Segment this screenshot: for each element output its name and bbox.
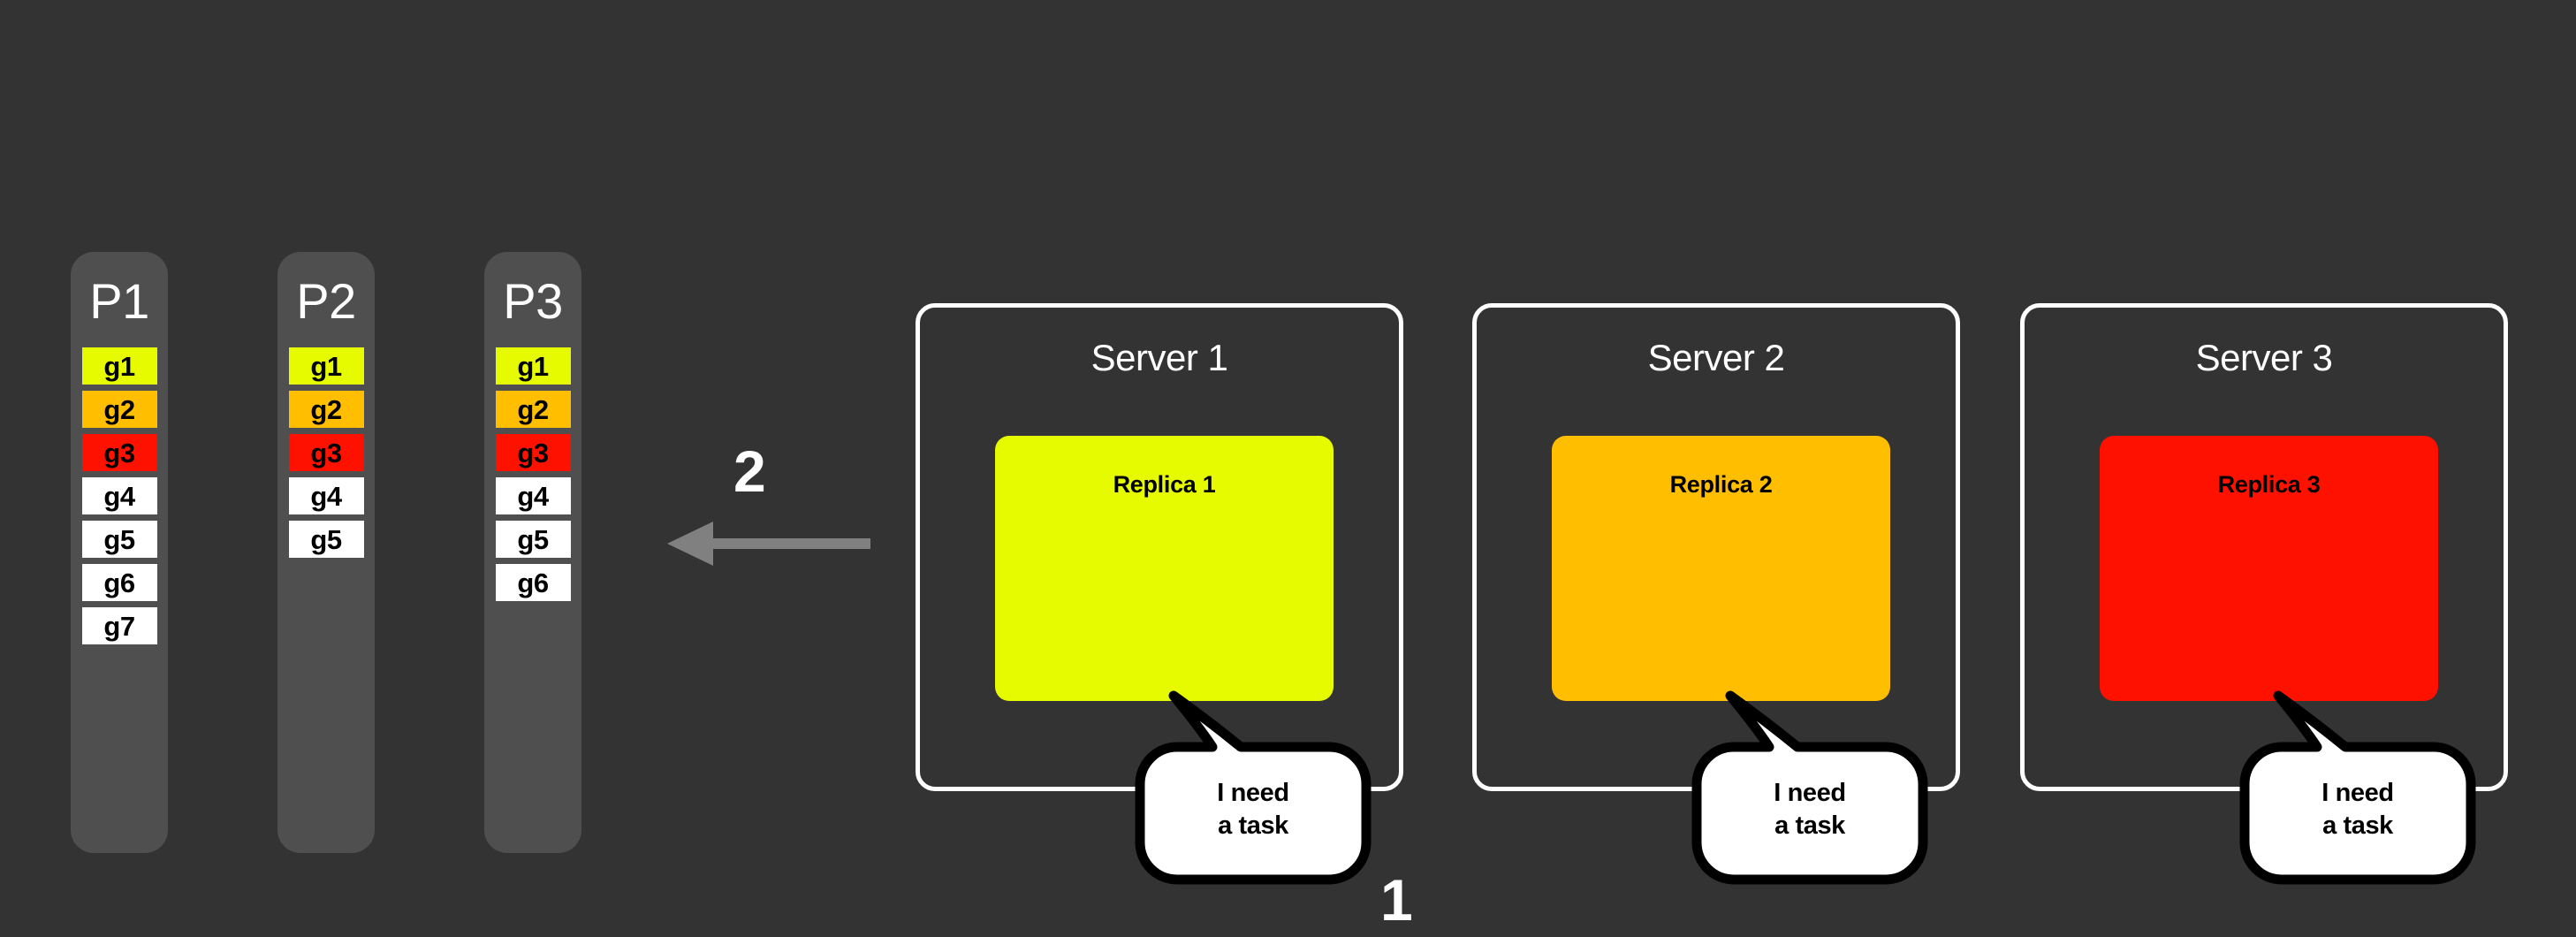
server-title: Server 2 [1647, 337, 1785, 378]
task-chip-stack: g1 g2 g3 g4 g5 g6 [495, 347, 571, 601]
partition-title: P2 [296, 273, 356, 329]
replica-label: Replica 1 [1113, 471, 1216, 498]
task-chip: g1 [81, 347, 157, 385]
task-chip: g3 [288, 434, 364, 471]
replica-box-2: Replica 2 [1552, 436, 1890, 701]
step-2-label: 2 [733, 438, 766, 504]
server-title: Server 1 [1090, 337, 1228, 378]
partition-column-p3: P3 g1 g2 g3 g4 g5 g6 [484, 252, 581, 853]
task-chip: g6 [495, 564, 571, 601]
task-chip: g4 [81, 477, 157, 514]
step-1-label: 1 [1380, 867, 1413, 933]
task-chip: g4 [495, 477, 571, 514]
speech-bubble-server-1: I need a task [1135, 690, 1372, 885]
task-chip: g2 [81, 391, 157, 428]
speech-bubble-server-2: I need a task [1691, 690, 1928, 885]
partition-title: P3 [503, 273, 563, 329]
task-chip: g1 [288, 347, 364, 385]
task-chip: g3 [81, 434, 157, 471]
server-title: Server 3 [2195, 337, 2333, 378]
speech-bubble-server-3: I need a task [2239, 690, 2476, 885]
replica-label: Replica 2 [1669, 471, 1773, 498]
task-chip: g5 [81, 521, 157, 558]
task-chip: g2 [495, 391, 571, 428]
task-chip: g1 [495, 347, 571, 385]
task-chip-stack: g1 g2 g3 g4 g5 [288, 347, 364, 558]
server-box-1: Server 1 Replica 1 [916, 303, 1403, 791]
task-chip: g5 [495, 521, 571, 558]
partition-column-p2: P2 g1 g2 g3 g4 g5 [277, 252, 375, 853]
task-chip: g5 [288, 521, 364, 558]
task-chip: g6 [81, 564, 157, 601]
flow-arrow-left-icon [667, 522, 870, 566]
task-chip: g2 [288, 391, 364, 428]
task-chip: g3 [495, 434, 571, 471]
server-box-3: Server 3 Replica 3 [2020, 303, 2508, 791]
replica-box-3: Replica 3 [2100, 436, 2438, 701]
task-chip: g7 [81, 607, 157, 644]
partition-title: P1 [89, 273, 149, 329]
replica-box-1: Replica 1 [995, 436, 1334, 701]
partition-column-p1: P1 g1 g2 g3 g4 g5 g6 g7 [71, 252, 168, 853]
task-chip: g4 [288, 477, 364, 514]
replica-label: Replica 3 [2217, 471, 2321, 498]
task-chip-stack: g1 g2 g3 g4 g5 g6 g7 [81, 347, 157, 644]
